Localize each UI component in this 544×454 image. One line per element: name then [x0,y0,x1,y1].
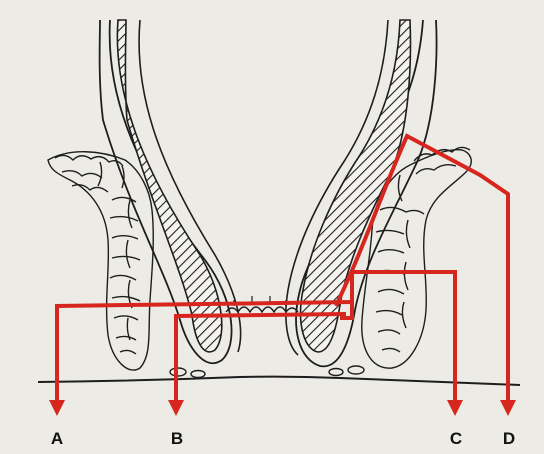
skin-surface-line [38,377,520,385]
label-d: D [503,430,515,447]
label-a: A [51,430,63,447]
label-c: C [450,430,462,447]
route-line-c [340,272,455,408]
label-b: B [171,430,183,447]
